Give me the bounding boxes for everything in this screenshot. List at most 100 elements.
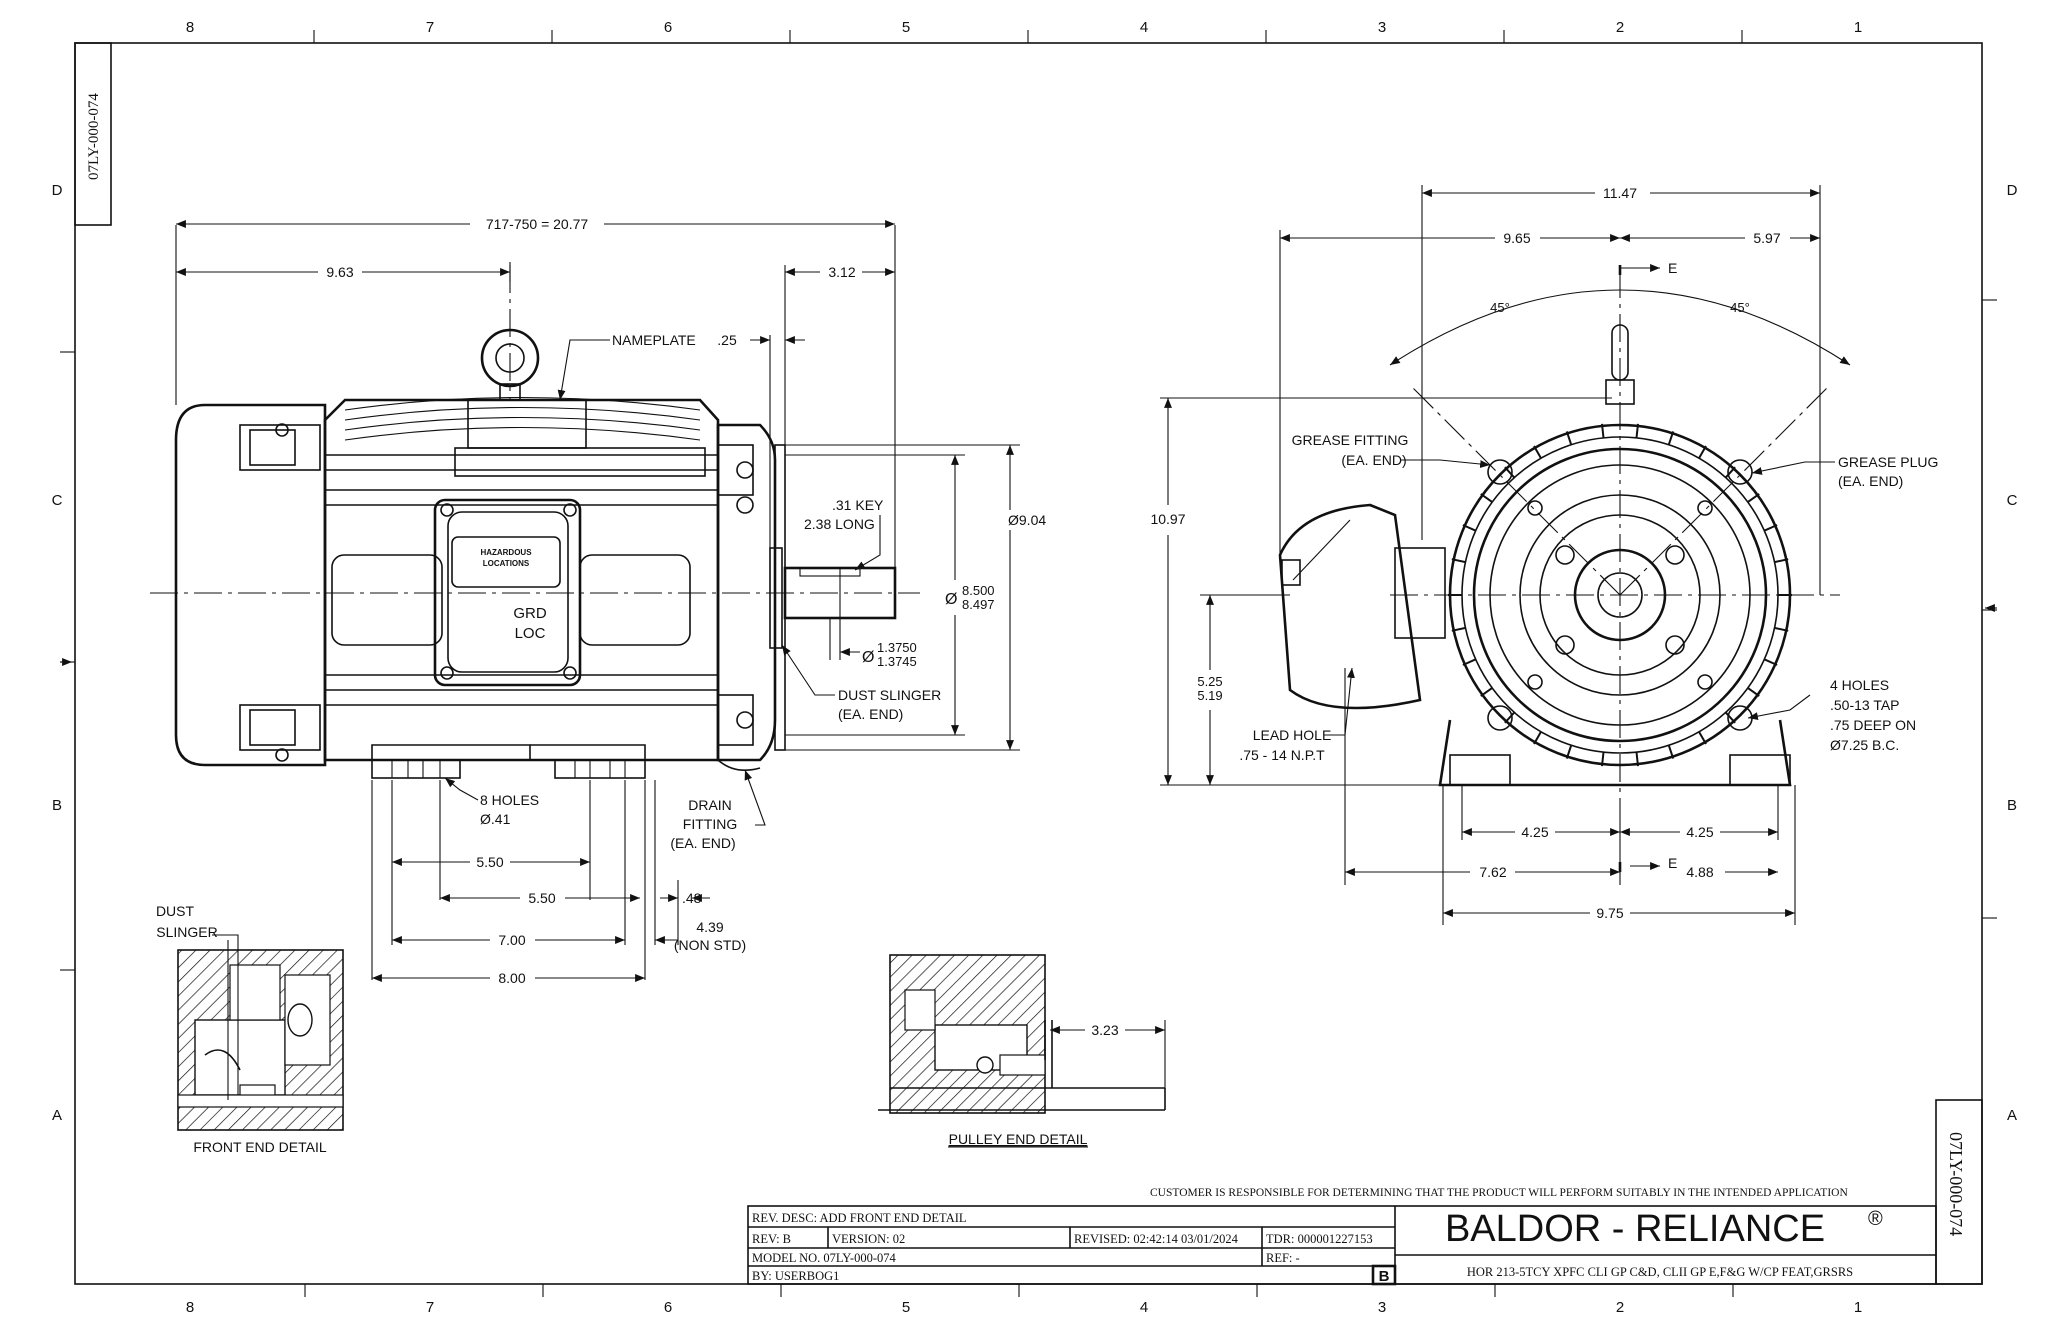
svg-text:MODEL NO. 07LY-000-074: MODEL NO. 07LY-000-074 bbox=[752, 1251, 897, 1265]
zone-row-label: A bbox=[2007, 1107, 2017, 1124]
svg-text:LEAD HOLE: LEAD HOLE bbox=[1253, 727, 1332, 743]
svg-text:.50-13 TAP: .50-13 TAP bbox=[1830, 697, 1900, 713]
svg-text:HOR 213-5TCY XPFC CLI GP C&D,: HOR 213-5TCY XPFC CLI GP C&D, CLII GP E,… bbox=[1467, 1265, 1853, 1279]
svg-text:5.50: 5.50 bbox=[528, 890, 555, 906]
housing-fin bbox=[1480, 493, 1493, 503]
zone-column-label: 8 bbox=[186, 19, 194, 36]
zone-row-label: D bbox=[2007, 182, 2018, 199]
svg-text:4.25: 4.25 bbox=[1521, 824, 1548, 840]
housing-fin bbox=[1774, 626, 1789, 632]
svg-text:REV: B: REV: B bbox=[752, 1232, 791, 1246]
svg-text:Ø7.25 B.C.: Ø7.25 B.C. bbox=[1830, 737, 1899, 753]
svg-text:FRONT END DETAIL: FRONT END DETAIL bbox=[193, 1139, 326, 1155]
zone-column-label: 5 bbox=[902, 1299, 910, 1316]
svg-text:5.97: 5.97 bbox=[1753, 230, 1780, 246]
svg-text:9.65: 9.65 bbox=[1503, 230, 1530, 246]
svg-text:E: E bbox=[1668, 260, 1677, 276]
housing-fin bbox=[1601, 751, 1605, 767]
housing-fin bbox=[1504, 466, 1516, 479]
housing-fin bbox=[1462, 658, 1477, 666]
svg-text:PULLEY END DETAIL: PULLEY END DETAIL bbox=[949, 1131, 1088, 1147]
housing-fin bbox=[1635, 751, 1639, 767]
svg-text:.48: .48 bbox=[682, 890, 702, 906]
svg-text:4.88: 4.88 bbox=[1686, 864, 1713, 880]
zone-column-label: 6 bbox=[664, 1299, 672, 1316]
zone-row-label: A bbox=[52, 1107, 62, 1124]
svg-text:B: B bbox=[1379, 1268, 1390, 1285]
svg-text:(EA. END): (EA. END) bbox=[1838, 473, 1903, 489]
svg-text:(NON STD): (NON STD) bbox=[674, 937, 746, 953]
svg-text:5.19: 5.19 bbox=[1197, 688, 1222, 703]
svg-text:REV. DESC: ADD FRONT END DETAI: REV. DESC: ADD FRONT END DETAIL bbox=[752, 1211, 967, 1225]
housing-fin bbox=[1565, 431, 1573, 446]
svg-text:GREASE PLUG: GREASE PLUG bbox=[1838, 454, 1938, 470]
svg-text:DRAIN: DRAIN bbox=[688, 797, 732, 813]
zone-row-label: C bbox=[52, 492, 63, 509]
svg-text:LOC: LOC bbox=[515, 625, 546, 642]
zone-column-label: 4 bbox=[1140, 19, 1148, 36]
zone-column-label: 8 bbox=[186, 1299, 194, 1316]
end-view-labels: 11.47 9.65 5.97 E 45° 45° GREASE FITTING… bbox=[1150, 185, 1938, 921]
zone-row-label: B bbox=[2007, 797, 2017, 814]
svg-text:5.50: 5.50 bbox=[476, 854, 503, 870]
housing-fin bbox=[1763, 524, 1778, 532]
svg-text:Ø: Ø bbox=[945, 591, 957, 608]
housing-fin bbox=[1698, 731, 1707, 745]
svg-text:3.23: 3.23 bbox=[1091, 1022, 1118, 1038]
svg-text:4.25: 4.25 bbox=[1686, 824, 1713, 840]
side-view-dimensions bbox=[175, 220, 1020, 982]
zone-column-label: 2 bbox=[1616, 1299, 1624, 1316]
housing-fin bbox=[1774, 558, 1789, 564]
svg-text:9.63: 9.63 bbox=[326, 264, 353, 280]
svg-text:SLINGER: SLINGER bbox=[156, 924, 217, 940]
housing-fin bbox=[1533, 445, 1542, 459]
svg-text:8.497: 8.497 bbox=[962, 597, 995, 612]
svg-text:Ø9.04: Ø9.04 bbox=[1008, 512, 1046, 528]
front-end-detail bbox=[177, 934, 344, 1131]
svg-text:8 HOLES: 8 HOLES bbox=[480, 792, 539, 808]
svg-text:2.38 LONG: 2.38 LONG bbox=[804, 516, 875, 532]
end-view-dimensions bbox=[1160, 185, 1835, 925]
zone-row-label: C bbox=[2007, 492, 2018, 509]
zone-column-label: 2 bbox=[1616, 19, 1624, 36]
housing-fin bbox=[1747, 493, 1760, 503]
svg-text:Ø.41: Ø.41 bbox=[480, 811, 511, 827]
housing-fin bbox=[1763, 658, 1778, 666]
zone-column-label: 7 bbox=[426, 19, 434, 36]
svg-text:(EA. END): (EA. END) bbox=[1341, 452, 1406, 468]
svg-text:45°: 45° bbox=[1490, 300, 1510, 315]
svg-text:.31 KEY: .31 KEY bbox=[832, 497, 884, 513]
zone-column-label: 4 bbox=[1140, 1299, 1148, 1316]
zone-column-label: 3 bbox=[1378, 1299, 1386, 1316]
svg-text:TDR: 000001227153: TDR: 000001227153 bbox=[1266, 1232, 1373, 1246]
svg-text:8.00: 8.00 bbox=[498, 970, 525, 986]
svg-text:7.00: 7.00 bbox=[498, 932, 525, 948]
svg-text:BY: USERBOG1: BY: USERBOG1 bbox=[752, 1269, 839, 1283]
svg-text:7.62: 7.62 bbox=[1479, 864, 1506, 880]
front-end-detail-labels: DUST SLINGER FRONT END DETAIL bbox=[156, 903, 327, 1155]
pulley-end-detail-labels: 3.23 PULLEY END DETAIL bbox=[948, 1022, 1119, 1148]
zone-column-label: 1 bbox=[1854, 19, 1862, 36]
svg-text:Ø: Ø bbox=[862, 649, 874, 666]
svg-text:1.3750: 1.3750 bbox=[877, 640, 917, 655]
svg-text:GRD: GRD bbox=[513, 605, 547, 622]
svg-text:NAMEPLATE: NAMEPLATE bbox=[612, 332, 696, 348]
zone-column-label: 1 bbox=[1854, 1299, 1862, 1316]
svg-text:8.500: 8.500 bbox=[962, 583, 995, 598]
svg-text:3.12: 3.12 bbox=[828, 264, 855, 280]
title-block-text: CUSTOMER IS RESPONSIBLE FOR DETERMINING … bbox=[752, 1187, 1883, 1285]
svg-text:9.75: 9.75 bbox=[1596, 905, 1623, 921]
housing-fin bbox=[1451, 558, 1466, 564]
zone-column-label: 5 bbox=[902, 19, 910, 36]
housing-fin bbox=[1667, 744, 1675, 759]
zone-row-label: D bbox=[52, 182, 63, 199]
side-view-labels: 717-750 = 20.77 9.63 3.12 .25 NAMEPLATE … bbox=[326, 216, 1046, 986]
svg-text:11.47: 11.47 bbox=[1603, 185, 1637, 201]
svg-text:4.39: 4.39 bbox=[696, 919, 723, 935]
drawing-number-corner: 07LY-000-074 bbox=[86, 93, 102, 180]
svg-text:BALDOR - RELIANCE: BALDOR - RELIANCE bbox=[1445, 1208, 1825, 1250]
housing-fin bbox=[1747, 687, 1760, 697]
housing-fin bbox=[1533, 731, 1542, 745]
housing-fin bbox=[1601, 423, 1605, 439]
